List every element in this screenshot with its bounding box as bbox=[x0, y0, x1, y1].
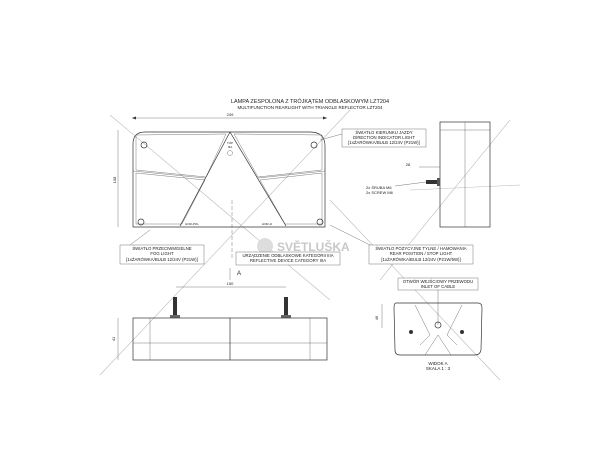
reflector-label-en: REFLECTIVE DEVICE CATEGORY IIIA bbox=[250, 258, 326, 263]
fog-label-pl: ŚWIATŁO PRZECIWMGIELNE bbox=[132, 246, 191, 251]
watermark: SVĚTLUŠKA bbox=[257, 238, 350, 254]
view-a-title: WIDOK A bbox=[428, 361, 447, 366]
position-label-en: REAR POSITION / STOP LIGHT bbox=[390, 251, 453, 256]
right-mark-label: HOR-1I bbox=[262, 222, 272, 226]
triangle-top-label: TOP bbox=[227, 141, 233, 145]
cable-label-en: INLET OF CABLE bbox=[421, 284, 456, 289]
callout-reflector: URZĄDZENIE ODBLASKOWE KATEGORII IIIA REF… bbox=[235, 251, 341, 266]
cable-label-pl: OTWÓR WEJŚCIOWY PRZEWODU bbox=[403, 279, 473, 284]
dim-depth: 41 bbox=[111, 336, 116, 341]
watermark-text: SVĚTLUŠKA bbox=[277, 239, 350, 254]
direction-label-pl: ŚWIATŁO KIERUNKU JAZDY bbox=[355, 130, 412, 135]
view-a: OTWÓR WEJŚCIOWY PRZEWODU INLET OF CABLE … bbox=[374, 277, 483, 371]
watermark-logo-icon bbox=[257, 238, 273, 254]
screw-label-en: 2x SCREW M6 bbox=[366, 190, 394, 195]
dim-width: 249 bbox=[227, 112, 234, 117]
triangle-class-label: IIIA bbox=[228, 145, 233, 149]
drawing-title: LAMPA ZESPOLONA Z TRÓJKĄTEM ODBLASKOWYM … bbox=[231, 98, 389, 105]
drawing-subtitle: MULTIFUNCTION REARLIGHT WITH TRIANGLE RE… bbox=[238, 105, 383, 110]
approval-mark-icon bbox=[227, 150, 233, 156]
bottom-view: A 150 41 bbox=[111, 268, 328, 361]
reflector-label-pl: URZĄDZENIE ODBLASKOWE KATEGORII IIIA bbox=[242, 253, 333, 258]
dim-height: 108 bbox=[112, 176, 117, 183]
screw-label-pl: 2x ŚRUBA M6 bbox=[366, 185, 392, 190]
position-label-bulb: [1xŻARÓWKA/BULB 12/24V (P21W/5W)] bbox=[381, 257, 460, 262]
callout-fog: ŚWIATŁO PRZECIWMGIELNE FOG LIGHT [1xŻARÓ… bbox=[119, 229, 205, 265]
view-marker-label: A bbox=[237, 271, 241, 277]
direction-label-bulb: [1xŻARÓWKA/BULB 12/24V (P21W)] bbox=[348, 140, 420, 145]
front-view: 249 108 TOP IIIA HOR-POL HOR-1I bbox=[112, 112, 327, 260]
dim-screw-spacing: 150 bbox=[227, 281, 234, 286]
left-mark-label: HOR-POL bbox=[185, 222, 199, 226]
fog-label-en: FOG LIGHT bbox=[150, 251, 174, 256]
side-view: 28 2x ŚRUBA M6 2x SCREW M6 bbox=[366, 121, 491, 228]
position-label-pl: ŚWIATŁO POZYCYJNE TYLNE / HAMOWANIA bbox=[375, 246, 466, 251]
dim-screw-length: 28 bbox=[406, 162, 411, 167]
dim-view-a-height: 46 bbox=[374, 315, 379, 320]
direction-label-en: DIRECTION INDICATOR LIGHT bbox=[353, 135, 415, 140]
callout-direction: ŚWIATŁO KIERUNKU JAZDY DIRECTION INDICAT… bbox=[319, 128, 427, 148]
callout-position: ŚWIATŁO POZYCYJNE TYLNE / HAMOWANIA REAR… bbox=[329, 224, 474, 265]
view-a-scale: SKALA 1 : 3 bbox=[426, 366, 451, 371]
fog-label-bulb: [1xŻARÓWKA/BULB 12/24V (P21W)] bbox=[126, 257, 198, 262]
